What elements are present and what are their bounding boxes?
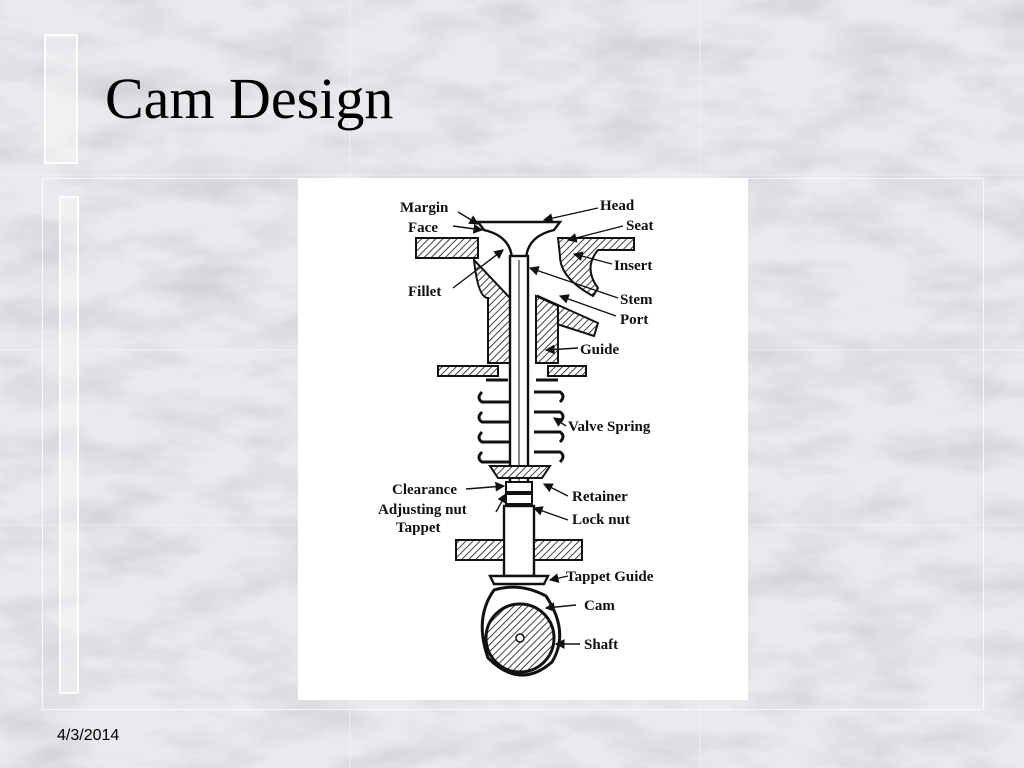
label-stem: Stem <box>620 292 653 308</box>
label-cam: Cam <box>584 598 615 614</box>
label-port: Port <box>620 312 648 328</box>
label-valve-spring: Valve Spring <box>568 419 651 435</box>
valve-train-diagram: Margin Face Fillet Head Seat Insert Stem… <box>378 198 654 677</box>
cam <box>480 585 562 677</box>
adjusting-nut <box>505 481 533 505</box>
retainer <box>488 465 552 479</box>
slide-title: Cam Design <box>105 66 394 131</box>
decorative-bar-side <box>59 196 79 694</box>
label-tappet: Tappet <box>396 520 440 536</box>
label-tappet-guide: Tappet Guide <box>566 569 654 585</box>
label-guide: Guide <box>580 342 620 358</box>
label-adjusting-nut: Adjusting nut <box>378 502 467 518</box>
label-head: Head <box>600 198 635 214</box>
tappet-guide <box>455 539 583 561</box>
tappet <box>488 504 550 586</box>
label-clearance: Clearance <box>392 482 457 498</box>
label-fillet: Fillet <box>408 284 441 300</box>
slide-date: 4/3/2014 <box>57 727 120 744</box>
valve-spring <box>477 378 565 464</box>
label-insert: Insert <box>614 258 652 274</box>
decorative-bar-top <box>44 34 78 164</box>
label-face: Face <box>408 220 438 236</box>
label-shaft: Shaft <box>584 637 618 653</box>
label-seat: Seat <box>626 218 654 234</box>
label-retainer: Retainer <box>572 489 628 505</box>
valve-diagram-panel: Margin Face Fillet Head Seat Insert Stem… <box>298 178 748 700</box>
leader-lines <box>452 207 624 649</box>
label-margin: Margin <box>400 200 449 216</box>
label-lock-nut: Lock nut <box>572 512 630 528</box>
